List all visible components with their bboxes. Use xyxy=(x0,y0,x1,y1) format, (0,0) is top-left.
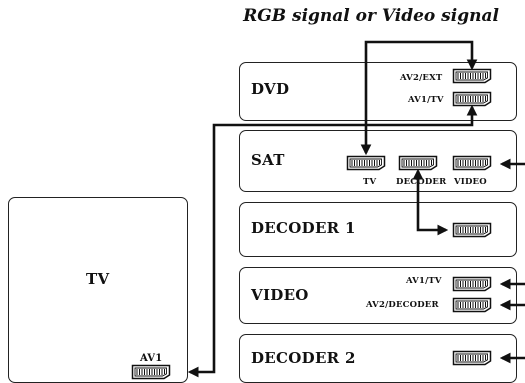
video-av1-scart-icon xyxy=(452,276,492,292)
decoder1-scart-icon xyxy=(452,222,492,238)
sat-tv-scart-icon xyxy=(346,155,386,171)
video-av2-scart-icon xyxy=(452,297,492,313)
decoder2-scart-icon xyxy=(452,350,492,366)
tv-av1-label: AV1 xyxy=(140,353,163,364)
sat-decoder-scart-icon xyxy=(398,155,438,171)
dvd-label: DVD xyxy=(251,80,290,98)
dvd-av2-scart-icon xyxy=(452,68,492,84)
tv-av1-scart-icon xyxy=(131,364,171,380)
tv-label: TV xyxy=(86,270,110,288)
tv-box: TV AV1 xyxy=(8,197,188,383)
diagram-title: RGB signal or Video signal xyxy=(243,6,499,26)
wire-sat-decoder1 xyxy=(412,168,449,236)
dvd-av1-scart-icon xyxy=(452,91,492,107)
wire-dvd-tv xyxy=(187,104,478,378)
wire-dvd-sat xyxy=(360,40,478,156)
sat-video-scart-icon xyxy=(452,155,492,171)
